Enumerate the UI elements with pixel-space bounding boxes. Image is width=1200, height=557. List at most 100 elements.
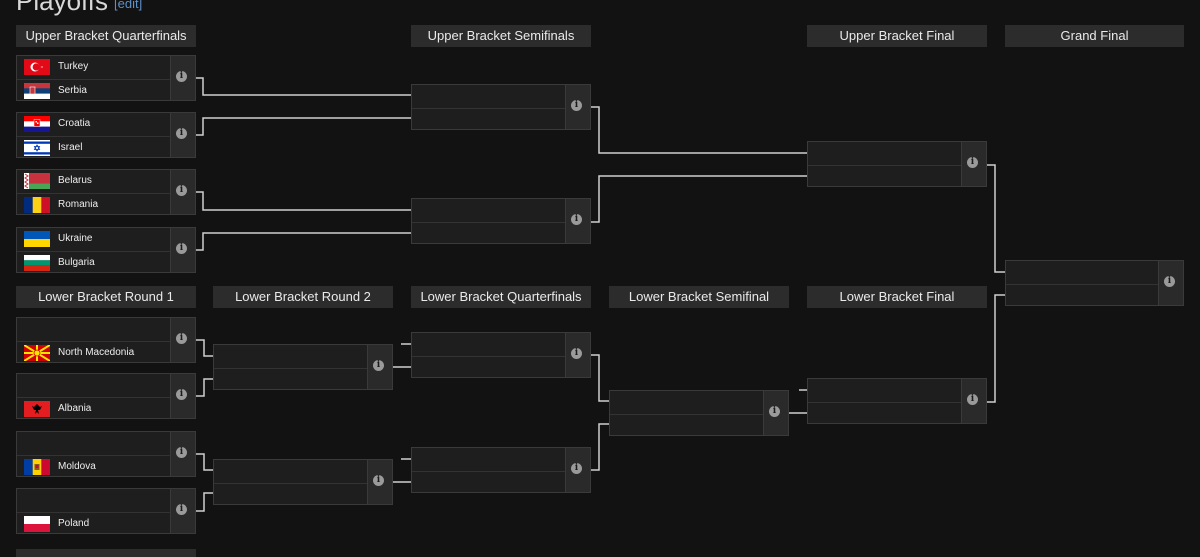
match-slot[interactable]: Albania	[17, 397, 171, 420]
match-slot[interactable]: Poland	[17, 512, 171, 535]
match-info-column[interactable]: i	[170, 489, 195, 533]
info-icon[interactable]: i	[373, 475, 384, 486]
match-slot-empty[interactable]	[412, 85, 566, 107]
match-info-column[interactable]: i	[565, 85, 590, 129]
match-slot-empty[interactable]	[1006, 261, 1160, 283]
match-lbr2-2[interactable]: i	[213, 459, 393, 505]
match-lbqf-2[interactable]: i	[411, 447, 591, 493]
match-slot[interactable]: Bulgaria	[17, 251, 171, 274]
match-slot-empty[interactable]	[17, 489, 171, 511]
match-slot-empty[interactable]	[214, 460, 368, 482]
connector-line	[987, 294, 1005, 403]
match-info-column[interactable]: i	[961, 379, 986, 423]
info-icon[interactable]: i	[176, 71, 187, 82]
match-lbqf-1[interactable]: i	[411, 332, 591, 378]
match-lbr1-2[interactable]: Albania i	[16, 373, 196, 419]
match-ubqf-3[interactable]: Belarus Romania i	[16, 169, 196, 215]
match-info-column[interactable]: i	[170, 318, 195, 362]
match-slot[interactable]: North Macedonia	[17, 341, 171, 364]
match-slot-empty[interactable]	[412, 448, 566, 470]
team-name: North Macedonia	[58, 347, 135, 358]
match-slot-empty[interactable]	[412, 471, 566, 494]
match-slot-empty[interactable]	[17, 318, 171, 340]
info-icon[interactable]: i	[571, 463, 582, 474]
match-info-column[interactable]: i	[170, 56, 195, 100]
info-icon[interactable]: i	[176, 243, 187, 254]
connector-line	[987, 164, 1005, 273]
flag-moldova-icon	[24, 459, 50, 475]
info-icon[interactable]: i	[769, 406, 780, 417]
match-info-column[interactable]: i	[565, 199, 590, 243]
info-icon[interactable]: i	[176, 504, 187, 515]
match-ubsf-2[interactable]: i	[411, 198, 591, 244]
match-slot[interactable]: Croatia	[17, 113, 171, 135]
info-icon[interactable]: i	[967, 394, 978, 405]
team-name: Moldova	[58, 461, 96, 472]
match-slot-empty[interactable]	[610, 391, 764, 413]
flag-israel-icon	[24, 140, 50, 156]
info-icon[interactable]: i	[373, 360, 384, 371]
match-slot[interactable]: Ukraine	[17, 228, 171, 250]
info-icon[interactable]: i	[571, 348, 582, 359]
match-slot-empty[interactable]	[808, 402, 962, 425]
match-lb-final[interactable]: i	[807, 378, 987, 424]
info-icon[interactable]: i	[176, 447, 187, 458]
match-slot[interactable]: Moldova	[17, 455, 171, 478]
match-slot-empty[interactable]	[808, 165, 962, 188]
info-icon[interactable]: i	[176, 333, 187, 344]
match-info-column[interactable]: i	[170, 432, 195, 476]
match-slot-empty[interactable]	[610, 414, 764, 437]
match-info-column[interactable]: i	[170, 374, 195, 418]
match-info-column[interactable]: i	[961, 142, 986, 186]
match-info-column[interactable]: i	[565, 333, 590, 377]
match-slot[interactable]: Turkey	[17, 56, 171, 78]
match-slot[interactable]: Romania	[17, 193, 171, 216]
edit-link[interactable]: [edit]	[114, 0, 143, 11]
match-slot-empty[interactable]	[412, 199, 566, 221]
info-icon[interactable]: i	[1164, 276, 1175, 287]
flag-poland-icon	[24, 516, 50, 532]
match-slot-empty[interactable]	[412, 222, 566, 245]
match-info-column[interactable]: i	[565, 448, 590, 492]
match-slot-empty[interactable]	[17, 374, 171, 396]
match-slot-empty[interactable]	[214, 483, 368, 506]
match-slot[interactable]: Serbia	[17, 79, 171, 102]
connector-line	[591, 423, 609, 471]
match-info-column[interactable]: i	[763, 391, 788, 435]
match-ubqf-4[interactable]: Ukraine Bulgaria i	[16, 227, 196, 273]
match-slot-empty[interactable]	[808, 379, 962, 401]
info-icon[interactable]: i	[571, 100, 582, 111]
match-slot-empty[interactable]	[214, 345, 368, 367]
match-ubqf-1[interactable]: Turkey Serbia i	[16, 55, 196, 101]
match-slot-empty[interactable]	[214, 368, 368, 391]
match-lbr1-1[interactable]: North Macedonia i	[16, 317, 196, 363]
info-icon[interactable]: i	[967, 157, 978, 168]
match-slot[interactable]: Israel	[17, 136, 171, 159]
match-ubqf-2[interactable]: Croatia Israel i	[16, 112, 196, 158]
match-info-column[interactable]: i	[1158, 261, 1183, 305]
info-icon[interactable]: i	[176, 185, 187, 196]
info-icon[interactable]: i	[176, 389, 187, 400]
match-ubsf-1[interactable]: i	[411, 84, 591, 130]
match-lbr2-1[interactable]: i	[213, 344, 393, 390]
match-info-column[interactable]: i	[170, 228, 195, 272]
match-lb-semifinal[interactable]: i	[609, 390, 789, 436]
match-slot-empty[interactable]	[808, 142, 962, 164]
match-ub-final[interactable]: i	[807, 141, 987, 187]
info-icon[interactable]: i	[176, 128, 187, 139]
match-slot-empty[interactable]	[17, 432, 171, 454]
match-grand-final[interactable]: i	[1005, 260, 1184, 306]
match-info-column[interactable]: i	[367, 345, 392, 389]
match-slot[interactable]: Belarus	[17, 170, 171, 192]
match-slot-empty[interactable]	[412, 356, 566, 379]
match-info-column[interactable]: i	[170, 170, 195, 214]
match-slot-empty[interactable]	[412, 108, 566, 131]
match-slot-empty[interactable]	[1006, 284, 1160, 307]
match-lbr1-3[interactable]: Moldova i	[16, 431, 196, 477]
match-info-column[interactable]: i	[170, 113, 195, 157]
round-header-ub-quarterfinals: Upper Bracket Quarterfinals	[16, 25, 196, 47]
info-icon[interactable]: i	[571, 214, 582, 225]
match-info-column[interactable]: i	[367, 460, 392, 504]
match-lbr1-4[interactable]: Poland i	[16, 488, 196, 534]
match-slot-empty[interactable]	[412, 333, 566, 355]
